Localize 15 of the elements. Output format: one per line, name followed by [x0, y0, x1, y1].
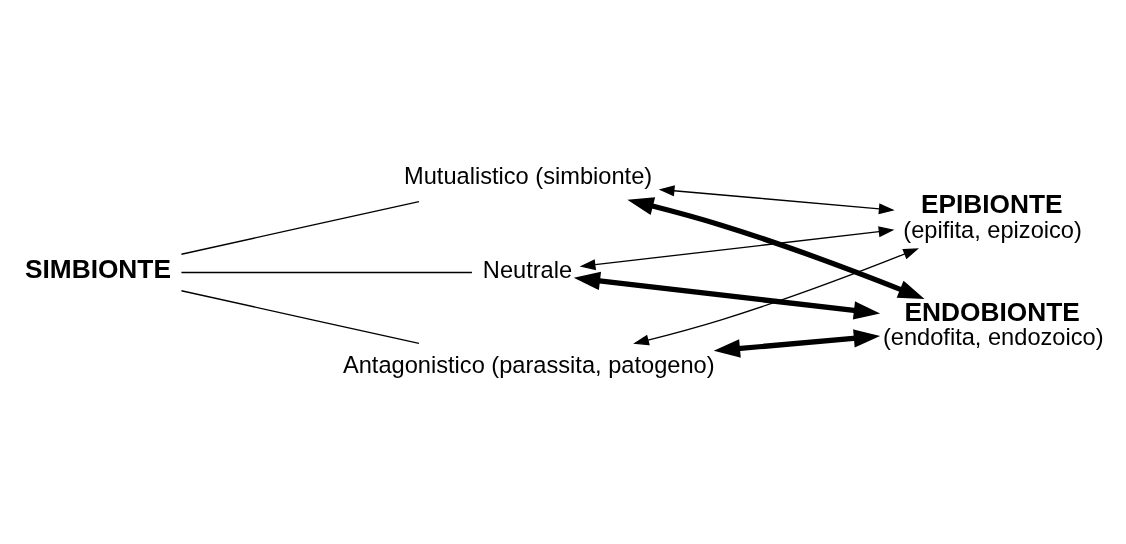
- arrow: [573, 271, 881, 320]
- connector: [180, 289, 420, 344]
- arrow: [579, 225, 895, 270]
- arrow: [658, 184, 895, 214]
- node-text: EPIBIONTE (epifita, epizoico): [903, 188, 1082, 243]
- connector: [180, 200, 420, 255]
- arrow: [713, 328, 881, 358]
- node-text: Mutualistico (simbionte): [404, 162, 653, 189]
- node-text: ENDOBIONTE (endofita, endozoico): [882, 296, 1104, 350]
- node-text: Antagonistico (parassita, patogeno): [342, 351, 715, 378]
- node-text: Neutrale: [482, 256, 573, 283]
- arrow: [627, 196, 925, 299]
- node-text: SIMBIONTE: [24, 253, 171, 284]
- connector: [180, 271, 473, 273]
- arrow: [633, 247, 919, 345]
